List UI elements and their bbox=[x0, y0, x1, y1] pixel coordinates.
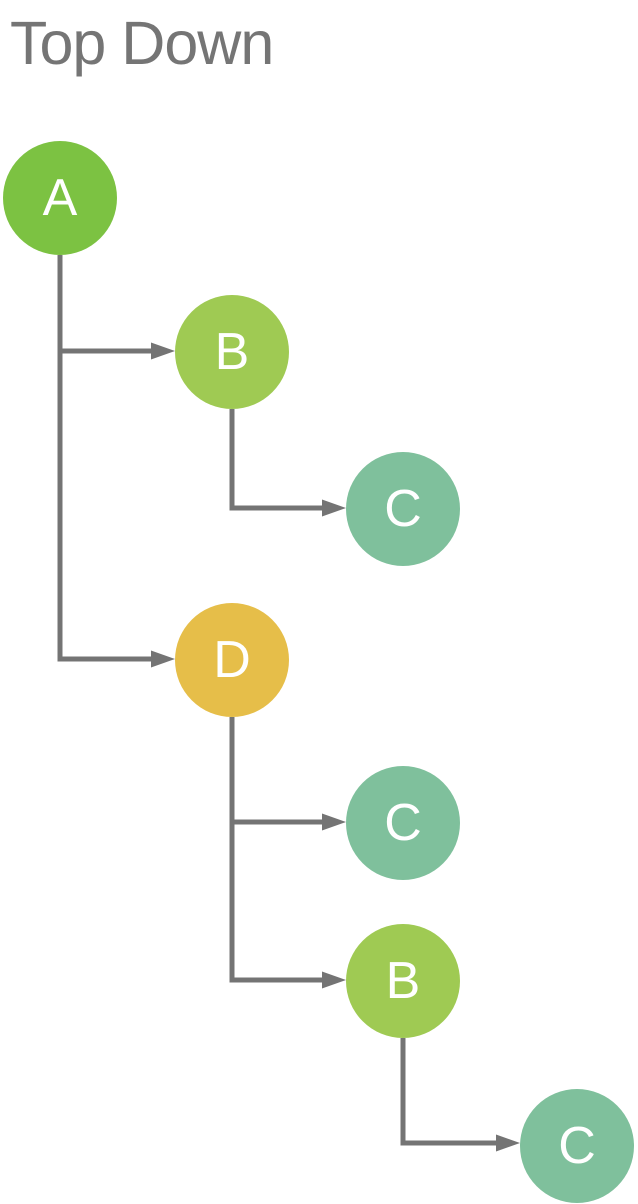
edge-b1-c1-line bbox=[229, 409, 323, 511]
node-d-label: D bbox=[213, 631, 251, 689]
edge-d-c2-arrowhead-icon bbox=[322, 813, 346, 831]
node-b2[interactable]: B bbox=[346, 924, 460, 1038]
node-c2[interactable]: C bbox=[346, 766, 460, 880]
node-c1-label: C bbox=[384, 480, 422, 538]
edge-b1-c1-arrowhead-icon bbox=[322, 499, 346, 517]
node-b1[interactable]: B bbox=[175, 295, 289, 409]
edge-a-b1-line bbox=[57, 255, 152, 354]
node-c1[interactable]: C bbox=[346, 452, 460, 566]
edge-a-d-line bbox=[57, 351, 152, 662]
edge-d-b2-line bbox=[229, 822, 323, 983]
node-b2-label: B bbox=[385, 952, 421, 1010]
node-a-label: A bbox=[42, 169, 78, 227]
node-c2-label: C bbox=[384, 794, 422, 852]
edge-b2-c3-arrowhead-icon bbox=[496, 1134, 520, 1152]
node-a[interactable]: A bbox=[3, 141, 117, 255]
edge-d-b2-arrowhead-icon bbox=[322, 971, 346, 989]
node-d[interactable]: D bbox=[175, 603, 289, 717]
node-c3-label: C bbox=[558, 1117, 596, 1175]
diagram-title: Top Down bbox=[10, 9, 274, 77]
edge-a-d-arrowhead-icon bbox=[151, 650, 175, 668]
edge-d-c2-line bbox=[229, 717, 323, 825]
node-b1-label: B bbox=[214, 323, 250, 381]
edge-a-b1-arrowhead-icon bbox=[151, 342, 175, 360]
edge-b2-c3-line bbox=[400, 1038, 497, 1146]
node-c3[interactable]: C bbox=[520, 1089, 634, 1203]
